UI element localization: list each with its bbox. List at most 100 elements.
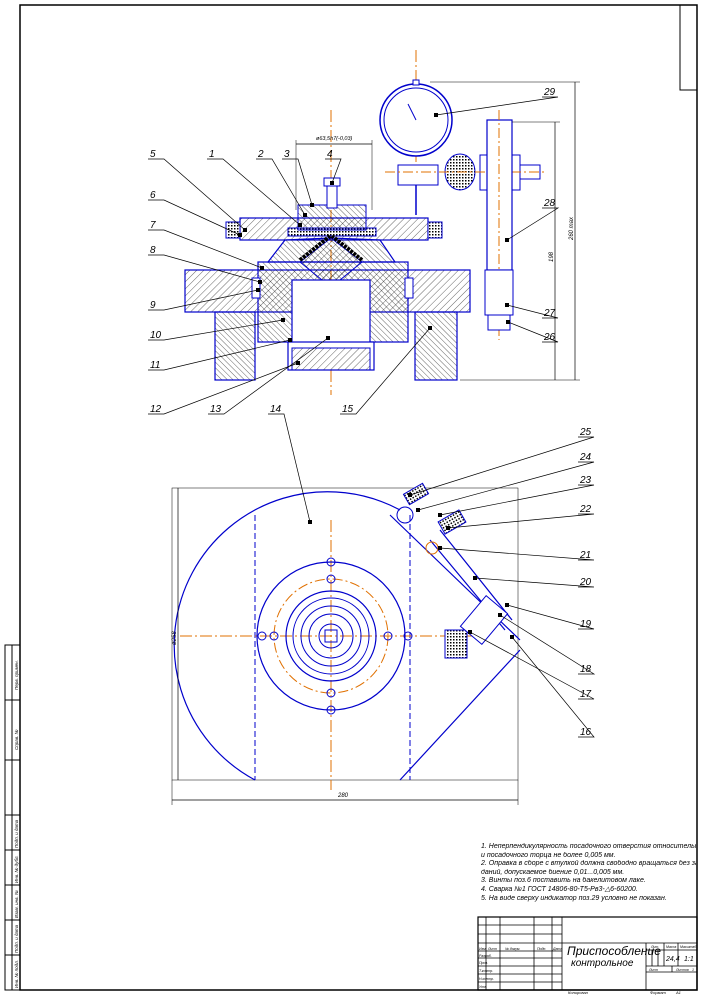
row-label: Т.контр. bbox=[479, 969, 493, 973]
leader-dot bbox=[428, 326, 432, 330]
row-label: Разраб. bbox=[479, 954, 492, 958]
position-label: 5 bbox=[150, 149, 156, 160]
stamp-cell: Инв. № подл. bbox=[14, 960, 19, 988]
leader-dot bbox=[408, 493, 412, 497]
position-label: 18 bbox=[580, 664, 592, 675]
leader-dot bbox=[438, 546, 442, 550]
format-value: A1 bbox=[675, 990, 681, 995]
position-label: 27 bbox=[543, 308, 556, 319]
row-label: Пров. bbox=[479, 961, 488, 965]
leader-dot bbox=[326, 336, 330, 340]
position-label: 16 bbox=[580, 727, 592, 738]
leader-line bbox=[506, 207, 560, 241]
leader-dot bbox=[473, 576, 477, 580]
position-label: 22 bbox=[579, 504, 592, 515]
mass-value: 24,4 bbox=[665, 956, 680, 963]
leader-line bbox=[282, 158, 313, 206]
position-label: 24 bbox=[579, 452, 592, 463]
leader-dot bbox=[303, 213, 307, 217]
leader-dot bbox=[330, 181, 334, 185]
note-line: даний, допускаемое биение 0,01...0,005 м… bbox=[481, 868, 625, 876]
leader-line bbox=[447, 513, 595, 529]
sheets-count: 1 bbox=[692, 968, 694, 972]
lit-label: Лит. bbox=[650, 945, 659, 949]
leader-line bbox=[511, 636, 595, 738]
scale-label: Масштаб bbox=[680, 945, 697, 949]
note-line: 5. На виде сверху индикатор поз.29 услов… bbox=[481, 894, 667, 902]
stamp-cell: Перв. примен. bbox=[14, 660, 19, 690]
position-label: 8 bbox=[150, 245, 156, 256]
leader-line bbox=[148, 362, 299, 415]
leader-dot bbox=[505, 303, 509, 307]
leader-dot bbox=[506, 320, 510, 324]
leader-dot bbox=[446, 526, 450, 530]
mass-label: Масса bbox=[666, 945, 676, 949]
height-dimension: 198 bbox=[549, 251, 555, 262]
position-label: 17 bbox=[580, 689, 592, 700]
stamp-cell: Инв. № дубл. bbox=[14, 855, 19, 883]
copied-label: Копировал bbox=[568, 990, 589, 995]
stamp-cell: Подп. и дата bbox=[14, 924, 19, 953]
leader-line bbox=[148, 339, 291, 371]
position-label: 11 bbox=[150, 360, 160, 371]
col-header: Подп. bbox=[537, 947, 546, 951]
leader-dot bbox=[296, 361, 300, 365]
leader-line bbox=[506, 304, 559, 319]
leader-line bbox=[208, 337, 329, 415]
leader-line bbox=[506, 604, 595, 630]
note-line: 4. Сварка №1 ГОСТ 14806-80-Т5-Рв3-△6-602… bbox=[481, 885, 638, 893]
leader-dot bbox=[505, 603, 509, 607]
leader-dot bbox=[256, 288, 260, 292]
height-max-dimension: 260 max bbox=[569, 216, 575, 241]
width-dimension: 280 bbox=[337, 793, 349, 799]
stamp-cell: Взам. инв. № bbox=[14, 890, 19, 918]
scale-value: 1:1 bbox=[684, 956, 694, 963]
drawing-title-line1: Приспособление bbox=[567, 944, 661, 958]
note-line: 1. Неперпендикулярность посадочного отве… bbox=[481, 843, 696, 850]
position-label: 7 bbox=[150, 220, 156, 231]
leader-line bbox=[207, 158, 301, 226]
leader-dot bbox=[498, 613, 502, 617]
leader-dot bbox=[468, 630, 472, 634]
col-header: Дата bbox=[552, 947, 562, 951]
position-label: 6 bbox=[150, 190, 156, 201]
position-label: 15 bbox=[342, 404, 354, 415]
leader-line bbox=[148, 229, 263, 269]
note-line: 2. Оправка в сборе с втулкой должна своб… bbox=[481, 860, 696, 868]
position-label: 12 bbox=[150, 404, 162, 415]
stamp-cell: Подп. и дата bbox=[14, 819, 19, 848]
leader-line bbox=[439, 484, 595, 516]
leader-line bbox=[148, 199, 241, 236]
leader-line bbox=[469, 631, 595, 700]
leader-dot bbox=[416, 508, 420, 512]
diameter-dimension: ø258 bbox=[172, 631, 178, 645]
leader-line bbox=[499, 614, 596, 675]
sheet-label: Лист bbox=[648, 968, 658, 972]
col-header: Изм. bbox=[479, 947, 486, 951]
sheets-label: Листов bbox=[675, 968, 689, 972]
leader-dot bbox=[288, 338, 292, 342]
leader-line bbox=[256, 158, 306, 216]
side-stamp: Перв. примен. Справ. № Подп. и дата Инв.… bbox=[14, 660, 19, 988]
leader-dot bbox=[258, 280, 262, 284]
note-line: 3. Винты поз.6 поставить на бакелитовом … bbox=[481, 877, 646, 885]
leader-line bbox=[435, 96, 559, 116]
col-header: Лист bbox=[487, 947, 497, 951]
position-label: 23 bbox=[579, 475, 592, 486]
position-label: 13 bbox=[210, 404, 222, 415]
row-label: Утв. bbox=[479, 985, 487, 989]
leader-dot bbox=[243, 228, 247, 232]
leader-line bbox=[439, 547, 595, 561]
row-label: Н.контр. bbox=[479, 977, 494, 981]
drawing-title-line2: контрольное bbox=[571, 958, 634, 969]
position-label: 9 bbox=[150, 300, 156, 311]
format-label: Формат bbox=[650, 990, 667, 995]
technical-requirements: 1. Неперпендикулярность посадочного отве… bbox=[481, 843, 696, 903]
position-label: 28 bbox=[543, 198, 556, 209]
leader-dot bbox=[310, 203, 314, 207]
position-label: 14 bbox=[270, 404, 282, 415]
leader-line bbox=[148, 158, 246, 231]
position-label: 25 bbox=[579, 427, 592, 438]
